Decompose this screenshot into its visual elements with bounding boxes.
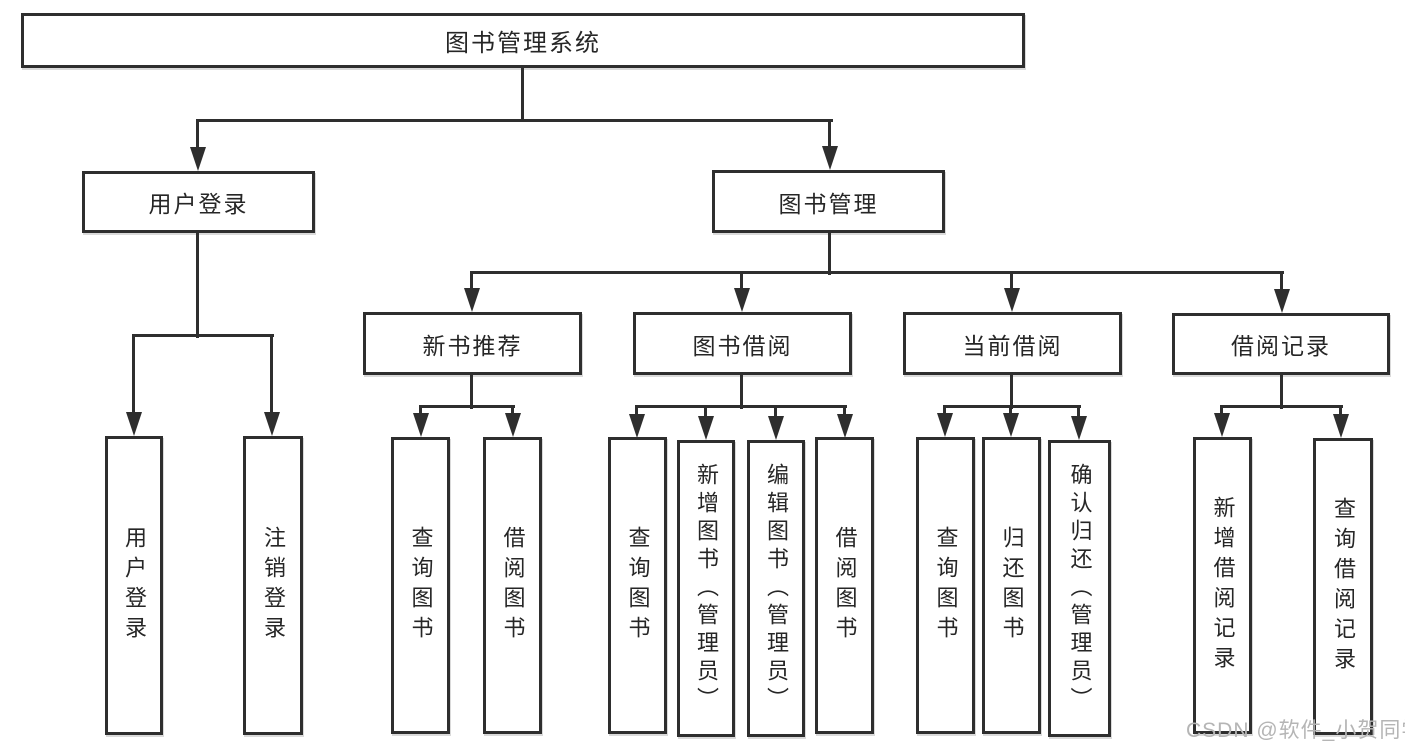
connector-records-split	[1220, 405, 1343, 408]
connector-login-stem	[196, 233, 199, 338]
leaf-borrow-books-recommend: 借阅图书	[483, 437, 542, 734]
arrow-down-query-books-2	[635, 406, 638, 414]
leaf-query-books-recommend: 查询图书	[391, 437, 450, 734]
node-borrowing-records: 借阅记录	[1172, 313, 1390, 375]
arrow-down-query-books-1	[419, 406, 422, 413]
leaf-user-login: 用户登录	[105, 436, 163, 735]
arrow-down-recommend	[470, 272, 473, 288]
connector-recommend-split	[419, 405, 515, 408]
connector-current-stem	[1010, 375, 1013, 409]
node-new-book-recommendation: 新书推荐	[363, 312, 582, 375]
arrow-down-query-books-3	[943, 406, 946, 413]
node-root-system: 图书管理系统	[21, 13, 1025, 68]
leaf-edit-book-admin: 编辑图书（管理员）	[747, 440, 805, 737]
arrow-down-edit-book	[774, 406, 777, 416]
node-book-borrowing: 图书借阅	[633, 312, 852, 375]
leaf-query-books-borrowing: 查询图书	[608, 437, 667, 734]
arrow-down-borrow-books-2	[843, 406, 846, 414]
arrow-down-confirm-return	[1077, 406, 1080, 416]
connector-borrowing-stem	[740, 375, 743, 409]
arrow-down-borrow-books-1	[511, 406, 514, 413]
leaf-logout: 注销登录	[243, 436, 303, 735]
arrow-down-borrowing	[740, 272, 743, 288]
watermark: CSDN @软件_小贺同学	[1186, 719, 1405, 742]
connector-borrowing-split	[635, 405, 847, 408]
leaf-return-books: 归还图书	[982, 437, 1041, 734]
connector-current-split	[943, 405, 1081, 408]
leaf-add-borrow-record: 新增借阅记录	[1193, 437, 1252, 734]
arrow-down-add-book	[704, 406, 707, 416]
node-current-borrowing: 当前借阅	[903, 312, 1122, 375]
connector-records-stem	[1280, 375, 1283, 409]
connector-root-split	[196, 119, 833, 122]
connector-recommend-stem	[470, 375, 473, 409]
connector-management-stem	[828, 233, 831, 275]
arrow-down-book-management	[828, 120, 831, 146]
leaf-confirm-return-admin: 确认归还（管理员）	[1048, 440, 1111, 737]
leaf-query-borrow-record: 查询借阅记录	[1313, 438, 1373, 735]
arrow-down-add-record	[1220, 406, 1223, 413]
arrow-down-records	[1280, 272, 1283, 289]
connector-root-stem	[521, 68, 524, 122]
arrow-down-return-books	[1009, 406, 1012, 413]
connector-management-split	[470, 271, 1284, 274]
node-user-login: 用户登录	[82, 171, 315, 233]
arrow-down-leaf-user-login	[132, 335, 135, 412]
arrow-down-current	[1010, 272, 1013, 288]
connector-login-split	[132, 334, 274, 337]
arrow-down-leaf-logout	[270, 335, 273, 412]
arrow-down-user-login	[196, 120, 199, 147]
leaf-borrow-books-borrowing: 借阅图书	[815, 437, 874, 734]
leaf-query-books-current: 查询图书	[916, 437, 975, 734]
leaf-add-book-admin: 新增图书（管理员）	[677, 440, 735, 737]
node-book-management: 图书管理	[712, 170, 945, 233]
arrow-down-query-record	[1339, 406, 1342, 414]
